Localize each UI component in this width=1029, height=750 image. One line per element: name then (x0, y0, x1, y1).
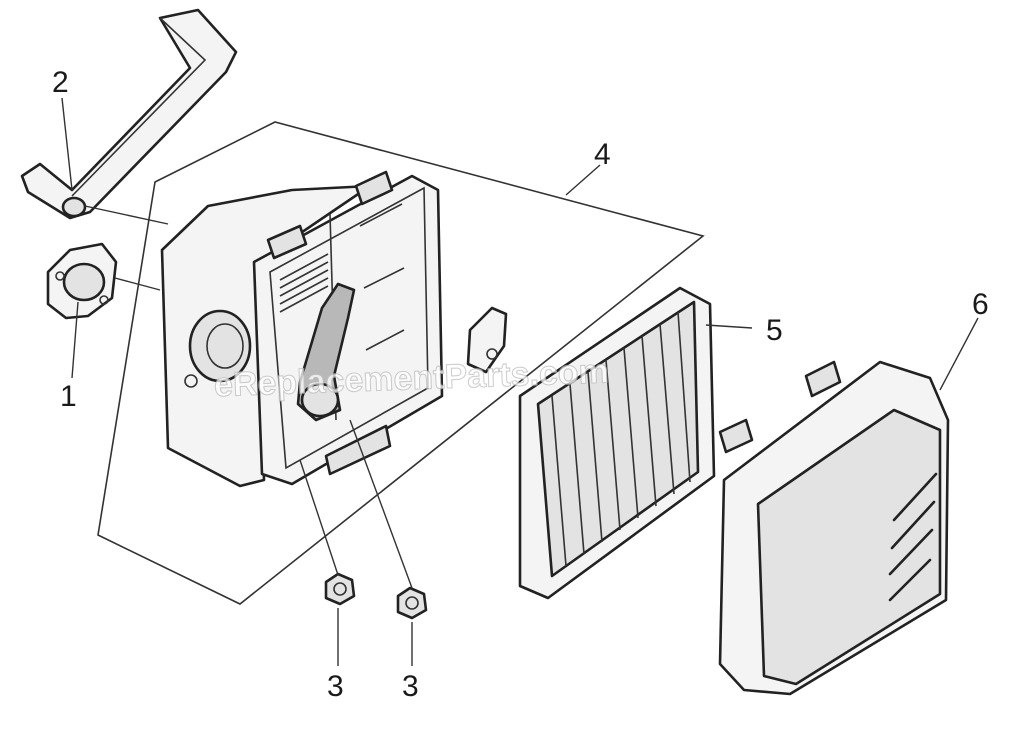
nut-left-part (324, 572, 356, 606)
callout-air-cleaner-base-assembly: 4 (594, 138, 611, 171)
callout-air-filter-element: 5 (766, 314, 783, 347)
leader-lines (61, 97, 979, 666)
gasket-part (46, 242, 118, 320)
callout-breather-tube: 2 (52, 66, 69, 99)
air-cleaner-cover-part (718, 360, 950, 696)
air-filter-part (518, 286, 716, 600)
breather-tube-part (20, 8, 238, 220)
callout-air-cleaner-cover: 6 (972, 288, 989, 321)
callout-nut-left: 3 (327, 670, 344, 703)
callout-gasket: 1 (60, 380, 77, 413)
callout-nut-right: 3 (402, 670, 419, 703)
air-cleaner-base-part (160, 170, 508, 488)
assembly-4-boundary (97, 121, 705, 605)
nut-right-part (396, 586, 428, 620)
